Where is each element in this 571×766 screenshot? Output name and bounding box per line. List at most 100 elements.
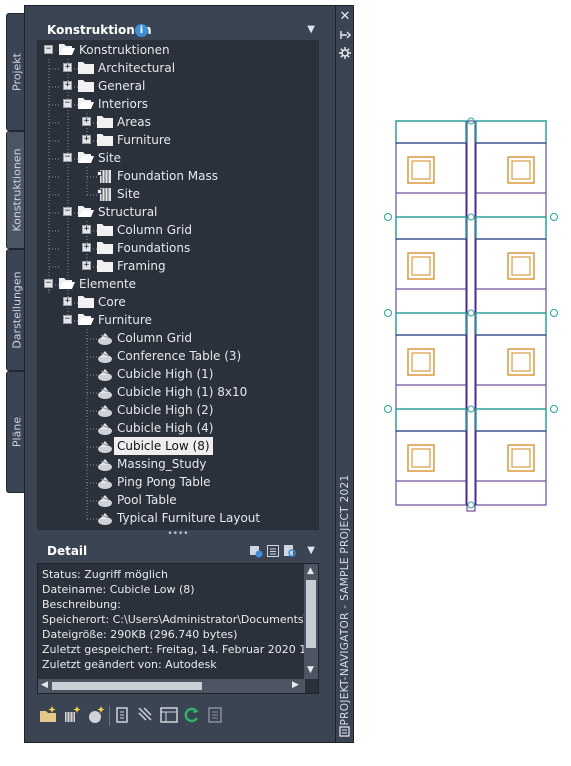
tree-item-label: Areas xyxy=(117,115,151,129)
folder-icon xyxy=(78,295,94,308)
tree-item[interactable]: Cubicle Low (8) xyxy=(37,437,319,455)
expand-icon[interactable]: + xyxy=(63,296,72,306)
tree-item[interactable]: −Structural xyxy=(37,203,319,221)
collapse-icon[interactable]: − xyxy=(63,206,72,216)
expand-icon[interactable]: + xyxy=(82,116,91,126)
tree-item[interactable]: Cubicle High (4) xyxy=(37,419,319,437)
tab-projekt[interactable]: Projekt xyxy=(6,13,26,131)
tree-item[interactable]: Ping Pong Table xyxy=(37,473,319,491)
horizontal-scrollbar[interactable]: ◀ ▶ xyxy=(38,679,305,693)
zoom-preview-icon[interactable] xyxy=(283,543,297,557)
tree-item[interactable]: +General xyxy=(37,77,319,95)
preview-icon[interactable] xyxy=(249,543,263,558)
tab-plaene[interactable]: Pläne xyxy=(6,371,26,493)
desk xyxy=(475,334,547,386)
tree-item[interactable]: +Framing xyxy=(37,257,319,275)
expand-icon[interactable]: + xyxy=(82,242,91,252)
add-construct-icon[interactable] xyxy=(37,704,59,726)
tree-item[interactable]: Cubicle High (1) 8x10 xyxy=(37,383,319,401)
expand-icon[interactable]: + xyxy=(63,80,72,90)
vertical-scrollbar[interactable]: ▲ ▼ xyxy=(304,564,318,679)
scrollbar-thumb[interactable] xyxy=(52,682,202,690)
scrollbar-thumb[interactable] xyxy=(306,580,316,648)
post xyxy=(550,405,558,413)
chair-seat xyxy=(511,160,531,180)
partition-spine xyxy=(466,120,476,512)
collapse-icon[interactable]: − xyxy=(63,98,72,108)
tree-item-label: Typical Furniture Layout xyxy=(117,511,261,525)
expand-icon[interactable]: + xyxy=(82,134,91,144)
close-icon[interactable]: ✕ xyxy=(339,9,351,24)
refresh-icon[interactable] xyxy=(181,704,203,726)
tab-konstruktionen[interactable]: Konstruktionen xyxy=(6,131,26,249)
detail-line: Beschreibung: xyxy=(42,598,121,611)
tree-item[interactable]: Site xyxy=(37,185,319,203)
folder-open-icon xyxy=(78,205,94,218)
desk-return xyxy=(395,384,467,410)
element-icon xyxy=(97,366,113,382)
desk-return xyxy=(475,192,547,218)
tree-item[interactable]: Typical Furniture Layout xyxy=(37,509,319,527)
collapse-icon[interactable]: − xyxy=(44,278,53,288)
tree-item[interactable]: +Furniture xyxy=(37,131,319,149)
scroll-left-icon[interactable]: ◀ xyxy=(41,680,48,690)
info-icon[interactable]: i xyxy=(135,24,148,37)
scroll-right-icon[interactable]: ▶ xyxy=(292,680,299,690)
element-icon xyxy=(97,330,113,346)
toolbar-separator xyxy=(109,706,110,726)
collapse-icon[interactable]: − xyxy=(63,152,72,162)
add-element-icon[interactable] xyxy=(61,704,83,726)
detail-line: Speicherort: C:\Users\Administrator\Docu… xyxy=(42,613,308,626)
tree-item[interactable]: Pool Table xyxy=(37,491,319,509)
tree-item-label: Furniture xyxy=(98,313,152,327)
properties-icon[interactable] xyxy=(158,704,180,726)
tab-darstellungen[interactable]: Darstellungen xyxy=(6,249,26,371)
chair xyxy=(507,348,535,376)
collapse-icon[interactable]: − xyxy=(44,44,53,54)
repath-icon[interactable] xyxy=(112,704,134,726)
collapse-icon[interactable]: − xyxy=(63,314,72,324)
tree-item[interactable]: −Konstruktionen xyxy=(37,41,319,59)
tree-item-label: Foundations xyxy=(117,241,191,255)
scroll-up-icon[interactable]: ▲ xyxy=(307,566,314,576)
tree-item[interactable]: − Furniture xyxy=(37,311,319,329)
expand-icon[interactable]: + xyxy=(63,62,72,72)
cabinet xyxy=(475,216,547,240)
tree-item[interactable]: +Column Grid xyxy=(37,221,319,239)
tree-item[interactable]: +Architectural xyxy=(37,59,319,77)
pin-icon[interactable] xyxy=(338,28,352,42)
tree-item[interactable]: Massing_Study xyxy=(37,455,319,473)
folder-open-icon xyxy=(59,43,75,56)
expand-icon[interactable]: + xyxy=(82,224,91,234)
details-icon[interactable] xyxy=(266,543,280,557)
tree-item-label: Cubicle High (2) xyxy=(117,403,214,417)
element-icon xyxy=(97,402,113,418)
tree-item[interactable]: + Foundations xyxy=(37,239,319,257)
detail-line: Zuletzt gespeichert: Freitag, 14. Februa… xyxy=(42,643,319,656)
project-standards-icon[interactable] xyxy=(204,704,226,726)
palette-properties-icon[interactable] xyxy=(338,724,352,738)
folder-icon xyxy=(97,259,113,272)
expand-icon[interactable]: + xyxy=(82,260,91,270)
tree-item[interactable]: −Interiors xyxy=(37,95,319,113)
add-element-alt-icon[interactable] xyxy=(85,704,107,726)
cabinet xyxy=(395,312,467,336)
xref-icon[interactable] xyxy=(135,704,157,726)
detail-splitter[interactable]: •••• xyxy=(167,529,189,539)
chevron-down-icon[interactable]: ▼ xyxy=(307,24,315,35)
tree-item-label: Foundation Mass xyxy=(117,169,219,183)
desk-return xyxy=(395,480,467,506)
settings-icon[interactable] xyxy=(338,46,352,60)
tree-item[interactable]: +Core xyxy=(37,293,319,311)
tree-item[interactable]: Conference Table (3) xyxy=(37,347,319,365)
tree-item[interactable]: −Elemente xyxy=(37,275,319,293)
tree-item[interactable]: Cubicle High (2) xyxy=(37,401,319,419)
tree-item[interactable]: −Site xyxy=(37,149,319,167)
chevron-down-icon[interactable]: ▼ xyxy=(307,545,315,556)
tree-item[interactable]: Foundation Mass xyxy=(37,167,319,185)
tree-item[interactable]: Cubicle High (1) xyxy=(37,365,319,383)
tree-item[interactable]: Column Grid xyxy=(37,329,319,347)
scroll-down-icon[interactable]: ▼ xyxy=(307,665,314,675)
tree-item[interactable]: + Areas xyxy=(37,113,319,131)
